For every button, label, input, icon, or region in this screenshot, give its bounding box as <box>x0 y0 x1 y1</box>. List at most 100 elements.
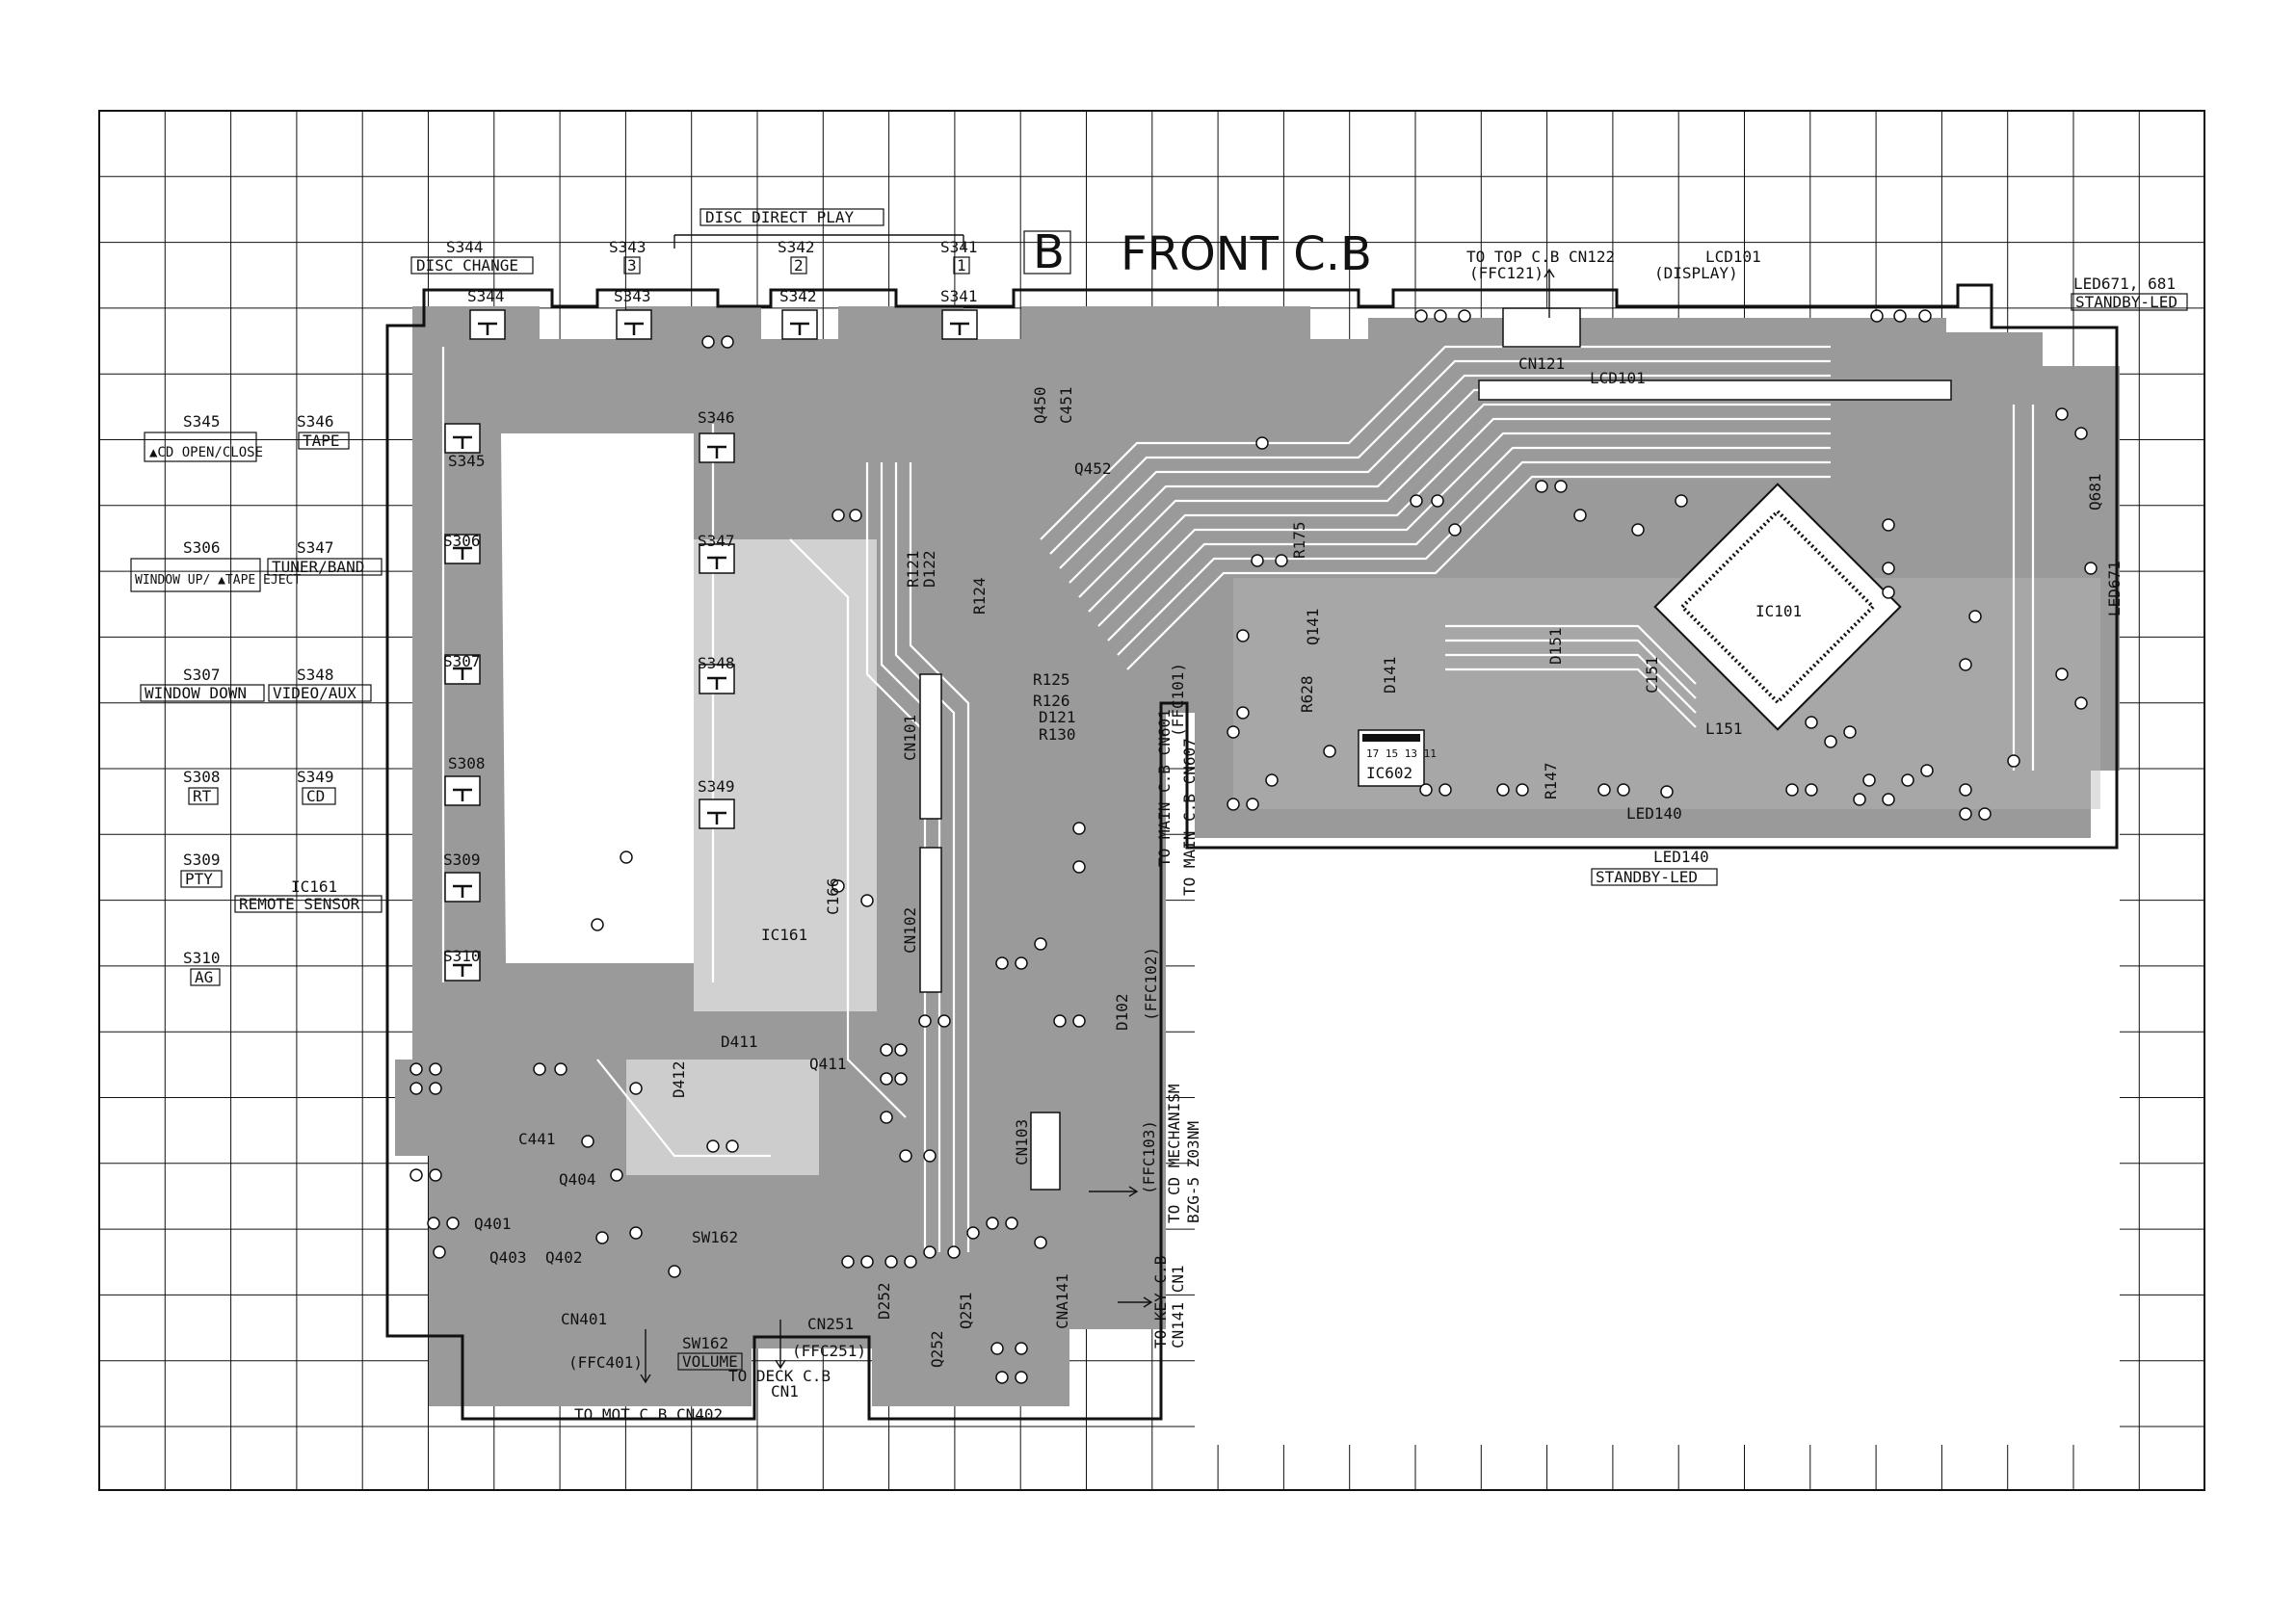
part-lcd101: LCD101 <box>1590 369 1646 387</box>
via-pad <box>701 335 715 349</box>
part-q404: Q404 <box>559 1170 596 1189</box>
via-pad <box>831 509 845 522</box>
via-pad <box>1438 783 1452 797</box>
via-pad <box>409 1082 423 1095</box>
s344-top-code: S344 <box>446 238 484 256</box>
lcd101-connector-row <box>1478 380 1952 401</box>
board-tag: B <box>1033 225 1065 279</box>
part-cn121: CN121 <box>1518 354 1565 373</box>
board-tag-box <box>1023 230 1071 275</box>
disc-direct-play-label: DISC DIRECT PLAY <box>705 208 854 226</box>
to-mot-arrow <box>640 1329 651 1384</box>
to-key-label: TO KEY C.B <box>1151 1256 1170 1348</box>
via-pad <box>1573 509 1587 522</box>
led140-bottom-label: LED140 <box>1653 848 1709 866</box>
part-cn101: CN101 <box>901 715 919 761</box>
part-d102: D102 <box>1113 993 1131 1031</box>
via-pad <box>990 1342 1004 1355</box>
disc-change-label: DISC CHANGE <box>416 256 518 275</box>
s306-legend-name: WINDOW UP/ ▲TAPE EJECT <box>135 573 301 588</box>
via-pad <box>884 1255 898 1269</box>
pty-box <box>180 870 223 888</box>
part-s309: S309 <box>443 851 481 869</box>
part-d151: D151 <box>1546 627 1565 665</box>
s345-legend-name: ▲CD OPEN/CLOSE <box>149 445 263 460</box>
via-pad <box>1882 518 1895 532</box>
part-c166: C166 <box>824 877 842 915</box>
part-d411: D411 <box>721 1033 758 1051</box>
via-pad <box>849 509 862 522</box>
part-r124: R124 <box>970 577 989 615</box>
via-pad <box>1805 716 1818 729</box>
part-q452: Q452 <box>1074 459 1112 478</box>
lcd101-top-label: LCD101 <box>1705 248 1761 266</box>
standby-led-right-box <box>2071 293 2188 311</box>
s348-legend-code: S348 <box>297 666 334 684</box>
via-pad <box>2007 754 2020 768</box>
via-pad <box>433 1245 446 1259</box>
part-s348: S348 <box>698 654 735 672</box>
via-pad <box>1824 735 1837 748</box>
ffc251-label: (FFC251) <box>792 1342 866 1360</box>
via-pad <box>831 879 845 893</box>
via-pad <box>1236 629 1250 642</box>
via-pads <box>409 309 2098 1384</box>
via-pad <box>2074 427 2088 440</box>
switch-footprints <box>444 309 978 982</box>
part-cn251: CN251 <box>807 1315 854 1333</box>
cn121-connector <box>1502 307 1581 348</box>
part-q252: Q252 <box>928 1330 946 1368</box>
display-label: (DISPLAY) <box>1654 264 1738 282</box>
s341-num: 1 <box>957 256 966 275</box>
via-pad <box>1918 309 1932 323</box>
part-r147: R147 <box>1542 762 1560 799</box>
part-s310: S310 <box>443 947 481 965</box>
part-cn103: CN103 <box>1013 1119 1031 1165</box>
via-pad <box>1862 773 1876 787</box>
tuner-legend-box <box>267 558 383 576</box>
to-deck-arrow <box>775 1320 786 1370</box>
via-pad <box>429 1062 442 1076</box>
s347-legend-code: S347 <box>297 538 334 557</box>
via-pad <box>1323 745 1336 758</box>
s343-top-code: S343 <box>609 238 647 256</box>
via-pad <box>1015 1342 1028 1355</box>
part-ic101: IC101 <box>1755 602 1802 620</box>
s342-top-code: S342 <box>778 238 815 256</box>
s308-legend-code: S308 <box>183 768 221 786</box>
component-labels: S344 S343 S342 S341 S345 S346 S306 S347 … <box>443 287 2124 1368</box>
s308-legend-name: RT <box>193 787 212 805</box>
via-pad <box>1072 860 1086 874</box>
via-pad <box>1414 309 1428 323</box>
tape-legend-box <box>298 432 350 450</box>
remote-sensor-box <box>234 895 383 913</box>
via-pad <box>409 1062 423 1076</box>
ffc102-label: (FFC102) <box>1142 947 1160 1021</box>
disc-direct-bracket <box>673 234 964 249</box>
ffc103-label: (FFC103) <box>1140 1120 1158 1194</box>
cn101-connector <box>919 673 942 820</box>
via-pad <box>1959 658 1972 671</box>
s343-num: 3 <box>627 256 637 275</box>
via-pad <box>2055 407 2069 421</box>
via-pad <box>880 1043 893 1057</box>
via-pad <box>923 1245 937 1259</box>
via-pad <box>1072 822 1086 835</box>
via-pad <box>1227 725 1240 739</box>
via-pad <box>860 894 874 907</box>
part-l151: L151 <box>1705 720 1743 738</box>
via-pad <box>1034 1236 1047 1249</box>
part-s347: S347 <box>698 532 735 550</box>
bzg-label: BZG-5 Z03NM <box>1184 1121 1202 1223</box>
via-pad <box>1005 1217 1018 1230</box>
via-pad <box>995 956 1009 970</box>
switch-symbol <box>950 322 969 335</box>
via-pad <box>1275 554 1288 567</box>
via-pad <box>629 1082 643 1095</box>
via-pad <box>1251 554 1264 567</box>
via-pad <box>668 1265 681 1278</box>
part-d121: D121 <box>1039 708 1076 726</box>
s346-legend-name: TAPE <box>303 432 340 450</box>
via-pad <box>1448 523 1462 537</box>
s307-legend-code: S307 <box>183 666 221 684</box>
